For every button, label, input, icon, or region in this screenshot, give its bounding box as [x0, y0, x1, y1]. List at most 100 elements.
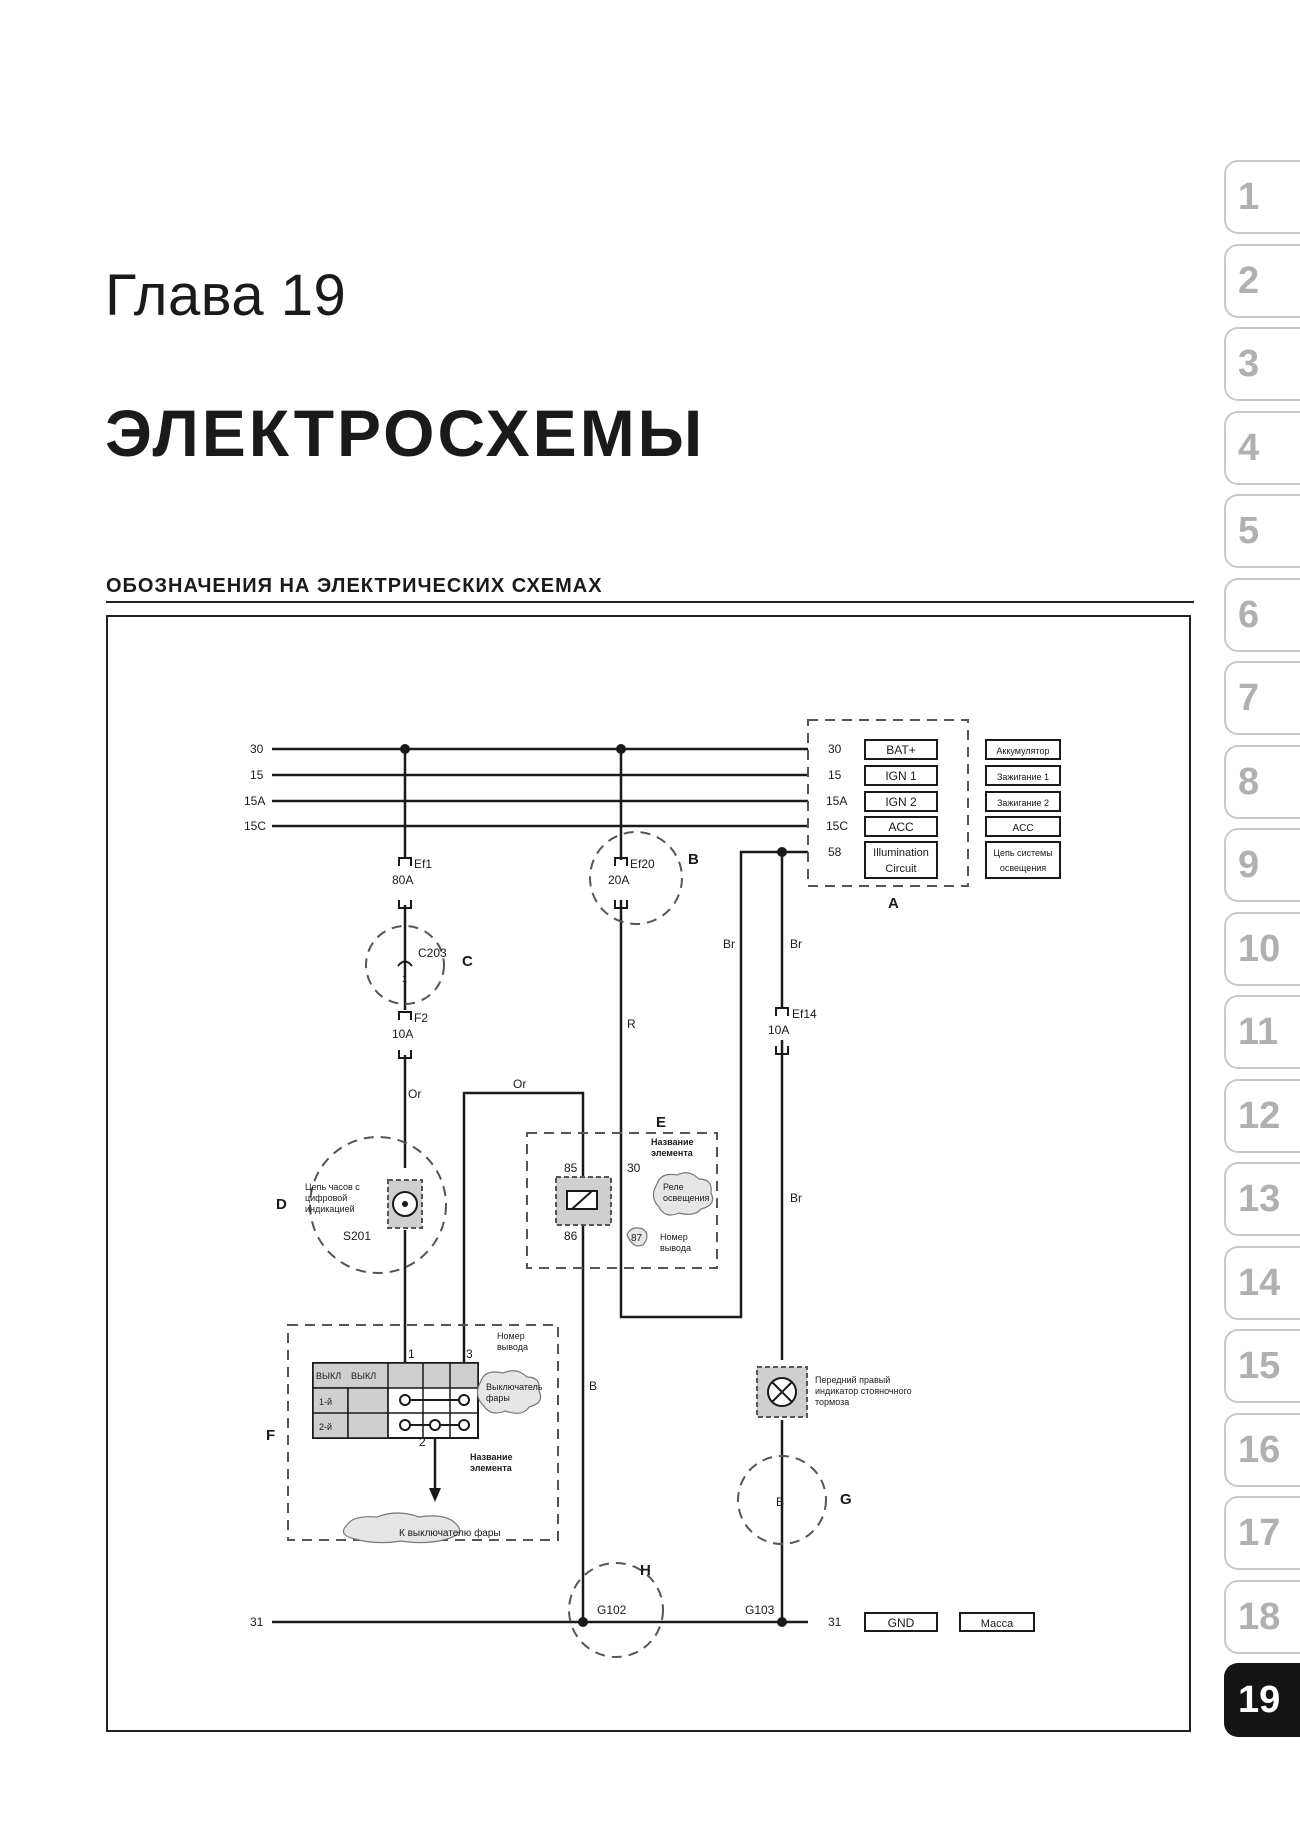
bus-code: BAT+	[886, 743, 915, 757]
dest-label-cloud	[342, 1512, 461, 1544]
name-box	[985, 841, 1061, 879]
fuse-rating: 80A	[392, 873, 413, 887]
pin-label-cloud	[626, 1227, 648, 1247]
bus-name: Зажигание 2	[997, 798, 1049, 808]
code-box	[864, 765, 938, 786]
chapter-tab-13[interactable]: 13	[1224, 1162, 1300, 1236]
callout-letter-b: B	[688, 851, 699, 868]
pin-number-label: вывода	[497, 1342, 528, 1352]
bus-code: ACC	[888, 820, 914, 834]
relay-pin: 85	[564, 1161, 578, 1175]
switch-table	[312, 1362, 479, 1439]
relay-label: освещения	[663, 1193, 709, 1203]
switch-pin: 1	[408, 1347, 415, 1361]
chapter-tab-8[interactable]: 8	[1224, 744, 1300, 819]
name-box	[985, 739, 1061, 760]
clock-center	[402, 1201, 408, 1207]
switch-label: фары	[486, 1393, 510, 1403]
wire-color: R	[627, 1017, 636, 1031]
callout-e-box	[526, 1132, 718, 1269]
bus-label: 15C	[244, 819, 266, 833]
callout-c	[365, 925, 445, 1005]
chapter-tab-7[interactable]: 7	[1224, 661, 1300, 735]
wire-color: Br	[790, 1191, 802, 1205]
chapter-tab-19[interactable]: 19	[1224, 1663, 1300, 1737]
code-box	[864, 1612, 938, 1632]
callout-letter-g: G	[840, 1491, 852, 1508]
chapter-tab-12[interactable]: 12	[1224, 1078, 1300, 1153]
chapter-number: Глава 19	[105, 263, 347, 328]
switch-head: ВЫКЛ	[351, 1371, 376, 1381]
wire-or-relay	[462, 1091, 585, 1363]
name-box	[985, 816, 1061, 837]
ground-point: G102	[597, 1603, 627, 1617]
fuse-icon	[398, 857, 412, 909]
junction-dot	[777, 1617, 787, 1627]
chapter-tab-1[interactable]: 1	[1224, 160, 1300, 234]
fuse-rating: 10A	[768, 1023, 789, 1037]
lamp-label: Передний правый	[815, 1375, 890, 1385]
junction-dot	[400, 744, 410, 754]
fuse-icon	[775, 1007, 789, 1055]
bus-label: 15	[250, 768, 264, 782]
fuse-label: Ef1	[414, 857, 432, 871]
splice-label: S201	[343, 1229, 371, 1243]
relay-label: Реле	[663, 1182, 684, 1192]
diagram-frame	[106, 615, 1191, 1732]
relay-coil-line	[571, 1190, 593, 1210]
chapter-tab-10[interactable]: 10	[1224, 911, 1300, 986]
name-box	[985, 791, 1061, 812]
bus-name: ACC	[1012, 823, 1033, 834]
callout-letter-c: C	[462, 953, 473, 970]
chapter-tab-4[interactable]: 4	[1224, 410, 1300, 485]
bus-name: Цепь системы	[993, 848, 1052, 858]
chapter-tab-3[interactable]: 3	[1224, 327, 1300, 401]
section-title: ОБОЗНАЧЕНИЯ НА ЭЛЕКТРИЧЕСКИХ СХЕМАХ	[106, 575, 603, 597]
chapter-tab-15[interactable]: 15	[1224, 1329, 1300, 1403]
bus-name: Аккумулятор	[996, 746, 1049, 756]
callout-letter-h: H	[640, 1562, 651, 1579]
chapter-tab-18[interactable]: 18	[1224, 1579, 1300, 1654]
callout-g	[737, 1455, 827, 1545]
element-name-label: элемента	[651, 1148, 694, 1158]
callout-b	[589, 831, 683, 925]
chapter-tab-2[interactable]: 2	[1224, 243, 1300, 318]
arrow-icon	[429, 1488, 441, 1502]
chapter-tab-16[interactable]: 16	[1224, 1412, 1300, 1487]
ground-code: GND	[888, 1616, 915, 1630]
section-divider	[106, 601, 1194, 603]
callout-letter-f: F	[266, 1427, 275, 1444]
bus-code: Illumination	[873, 847, 929, 859]
connector-pin: 1	[402, 974, 407, 984]
wire-color: Br	[790, 937, 802, 951]
wire-color: Or	[513, 1077, 526, 1091]
chapter-tab-5[interactable]: 5	[1224, 494, 1300, 568]
pin-number-label: вывода	[660, 1243, 691, 1253]
bus-label: 15A	[244, 794, 265, 808]
bus-label: 30	[250, 742, 264, 756]
switch-row: 1-й	[319, 1397, 332, 1407]
connector-label: C203	[418, 946, 447, 960]
bus-name: Зажигание 1	[997, 772, 1049, 782]
wire-color: Or	[408, 1087, 421, 1101]
chapter-tab-17[interactable]: 17	[1224, 1496, 1300, 1570]
ground-pin: 31	[828, 1615, 842, 1629]
pin-number-label: Номер	[497, 1331, 525, 1341]
pin-label: 58	[828, 845, 842, 859]
lamp-label: индикатор стояночного	[815, 1386, 912, 1396]
element-name-label: Название	[470, 1452, 512, 1462]
clock-label: индикацией	[305, 1204, 355, 1214]
chapter-tab-9[interactable]: 9	[1224, 828, 1300, 902]
wire-color: Br	[723, 937, 735, 951]
bus-code: IGN 2	[885, 795, 917, 809]
ground-name: Масса	[981, 1618, 1014, 1630]
chapter-tab-11[interactable]: 11	[1224, 995, 1300, 1069]
element-name-label: элемента	[470, 1463, 513, 1473]
relay-pin: 87	[631, 1233, 643, 1244]
pin-label: 30	[828, 742, 842, 756]
junction-dot	[616, 744, 626, 754]
chapter-tab-6[interactable]: 6	[1224, 577, 1300, 652]
chapter-title: ЭЛЕКТРОСХЕМЫ	[105, 396, 706, 470]
chapter-tab-14[interactable]: 14	[1224, 1245, 1300, 1320]
junction-dot	[777, 847, 787, 857]
